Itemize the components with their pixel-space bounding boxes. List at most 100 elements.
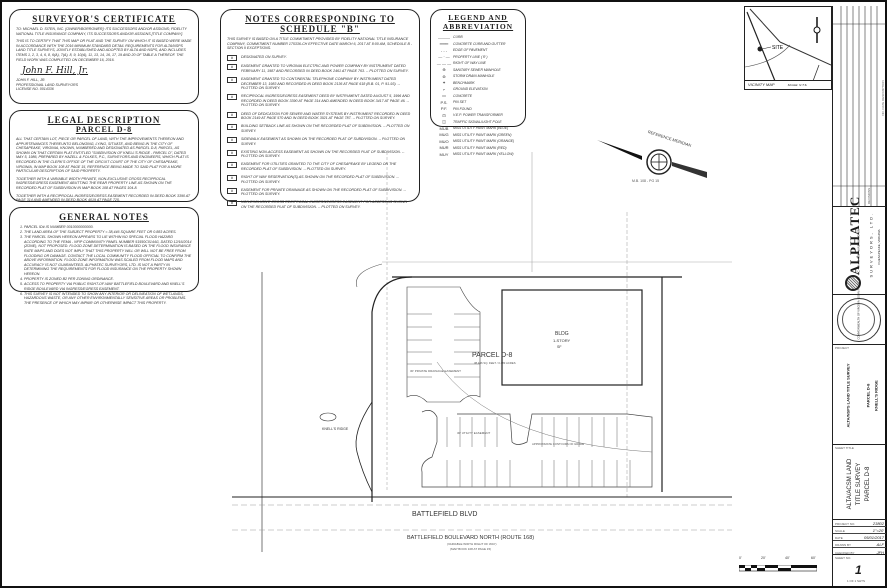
schedule-b-item: #EASEMENT FOR UTILITIES GRANTED TO THE C… xyxy=(227,162,413,171)
schedule-b-item: #RECIPROCAL INGRESS/EGRESS EASEMENT DEED… xyxy=(227,94,413,108)
exception-tag: # xyxy=(227,76,237,83)
legend-row: ⊡V.E.P. POWER TRANSFORMER xyxy=(435,112,521,119)
sheet-number: 1 xyxy=(855,563,862,577)
vicinity-map: SITE VICINITY MAP SCALE: N.T.S. xyxy=(744,6,832,90)
reference-meridian-sublabel: M.B. 108 - PG 15 xyxy=(632,179,660,183)
schedule-b-intro: THIS SURVEY IS BASED ON A TITLE COMMITME… xyxy=(227,37,413,51)
exception-tag: # xyxy=(227,136,237,143)
legend-list: ———CURB ═══CONCRETE CURB AND GUTTER - - … xyxy=(435,34,521,158)
legend-row: ▭CONCRETE xyxy=(435,93,521,100)
signer-name: JOHN F. HILL, JR. xyxy=(16,78,46,83)
site-marker-icon xyxy=(757,46,763,52)
scale-bar xyxy=(739,565,817,572)
knells-ridge-label: KNELL'S RIDGE xyxy=(322,427,349,431)
legend-row: - - -EDGE OF PAVEMENT xyxy=(435,47,521,54)
sheet-number-area: SHEET NO. 1 1 OF 1 SHTS xyxy=(833,554,886,586)
general-note: THE PARCEL SHOWN HEREON APPEARS TO LIE W… xyxy=(24,235,192,276)
signer-title: PROFESSIONAL LAND SURVEYORS xyxy=(16,82,78,87)
legal-description-subtitle: PARCEL D-8 xyxy=(75,125,133,134)
signer-license: LICENSE NO. 0014336 xyxy=(16,87,54,92)
exception-tag: # xyxy=(227,111,237,118)
contour-label: APPROXIMATE CONTOURS OF GRADE xyxy=(532,442,584,446)
seal-text: COMMONWEALTH OF VIRGINIA · JOHN F. HILL,… xyxy=(858,229,861,339)
utility-easement-label: 30' UTILITY EASEMENT xyxy=(457,431,490,435)
sewer-manhole-icon: ⊕ xyxy=(442,67,446,73)
revisions-header: REVISIONS xyxy=(867,187,872,205)
exception-tag: # xyxy=(227,162,237,169)
benchmark-icon: ✦ xyxy=(442,80,446,86)
transformer-icon: ⊡ xyxy=(442,112,446,118)
schedule-b-item: #SIDEWALK EASEMENT AS SHOWN ON THE RECOR… xyxy=(227,136,413,146)
schedule-b-panel: NOTES CORRESPONDING TO SCHEDULE "B" THIS… xyxy=(220,9,420,209)
building-sublabel: 1-STORY xyxy=(553,338,571,343)
project-line-3: KNELL'S RIDGE xyxy=(873,380,879,411)
building-area: SF xyxy=(557,345,561,349)
parcel-area: 38,446 SQ. FEET / 0.883 ACRES xyxy=(474,361,516,365)
surveyors-certificate-title: SURVEYOR'S CERTIFICATE xyxy=(32,14,176,24)
sheet-title-area: SHEET TITLE ALTA/ACSM LAND TITLE SURVEY … xyxy=(833,444,886,519)
exception-tag: # xyxy=(227,200,237,207)
legend-row: ═══CONCRETE CURB AND GUTTER xyxy=(435,41,521,48)
schedule-b-item: #DEED OF DEDICATION FOR SEWER AND WATER … xyxy=(227,111,413,121)
site-label: SITE xyxy=(772,45,784,51)
legend-row: — — —RIGHT OF WAY LINE xyxy=(436,60,486,66)
surveyor-seal-icon: COMMONWEALTH OF VIRGINIA · JOHN F. HILL,… xyxy=(837,229,881,342)
road-label: BATTLEFIELD BOULEVARD NORTH (ROUTE 168) xyxy=(407,535,534,541)
company-subtitle: SURVEYORS, LTD. xyxy=(868,211,874,278)
storm-manhole-icon: ⊚ xyxy=(442,73,446,79)
schedule-b-item: #EASEMENT GRANTED TO VIRGINIA ELECTRIC A… xyxy=(227,64,413,73)
title-block: NO. DATE DESCRIPTION REVISIONS ALPHATEC … xyxy=(832,6,887,586)
drainage-easement-label: 30' PRIVATE DRAINAGE EASEMENT xyxy=(410,369,461,373)
general-notes-panel: GENERAL NOTES PARCEL ID# IS NUMBER 00100… xyxy=(9,207,199,305)
legend-title-line1: LEGEND AND xyxy=(448,13,508,22)
project-line-2: PARCEL D-8 xyxy=(865,383,871,408)
legend-panel: LEGEND AND ABBREVIATION ———CURB ═══CONCR… xyxy=(430,9,526,157)
vicinity-map-drawing: SITE xyxy=(744,8,832,82)
legal-paragraph-3: TOGETHER WITH A RECIPROCAL INGRESS/EGRES… xyxy=(16,193,191,203)
schedule-b-item: #RIGHT OF WAY RESERVATION(S) AS SHOWN ON… xyxy=(227,174,413,184)
traffic-signal-icon: ◫ xyxy=(442,119,446,125)
general-note: PROPERTY IS ZONED B2 PER ZONING ORDINANC… xyxy=(24,277,192,282)
paint-mark-blue-icon: MUB xyxy=(439,125,449,131)
certificate-statement: THIS IS TO CERTIFY THAT THIS MAP OR PLAT… xyxy=(16,39,192,62)
legend-row: ✦BENCHMARK xyxy=(435,80,521,87)
north-arrow-icon xyxy=(813,17,821,43)
pin-found-icon: P.F. xyxy=(440,106,448,112)
exception-tag: # xyxy=(227,124,237,131)
legend-row: ———CURB xyxy=(435,34,521,41)
surveyor-seal-area: COMMONWEALTH OF VIRGINIA · JOHN F. HILL,… xyxy=(833,229,886,344)
paint-mark-yellow-icon: MUY xyxy=(439,151,449,157)
general-notes-title: GENERAL NOTES xyxy=(59,212,149,222)
right-of-way-symbol-icon: — — — xyxy=(436,60,452,66)
sheet-title-label: SHEET TITLE xyxy=(835,446,854,450)
parcel-label: PARCEL D-8 xyxy=(472,352,513,359)
sheet-no-label: SHEET NO. xyxy=(835,556,852,560)
legend-row: ⊚STORM DRAIN MANHOLE xyxy=(435,73,521,80)
scale-bar-labels: 0' 20' 40' 60' xyxy=(739,556,816,560)
property-line-symbol-icon: — · — xyxy=(438,54,450,60)
paint-mark-orange-icon: MUO xyxy=(439,138,449,144)
vicinity-map-caption: VICINITY MAP xyxy=(748,82,775,87)
sheet-title-line-2: TITLE SURVEY xyxy=(856,462,862,506)
company-address: CHESAPEAKE, VIRGINIA xyxy=(877,229,881,265)
schedule-b-title: NOTES CORRESPONDING TO SCHEDULE "B" xyxy=(245,14,395,34)
north-arrow-meridian-icon xyxy=(597,140,707,178)
project-label: PROJECT xyxy=(835,346,850,350)
surveyors-certificate-panel: SURVEYOR'S CERTIFICATE TO: MICHAEL D. SI… xyxy=(9,9,199,104)
building-footprint xyxy=(501,289,643,386)
meta-project-no: PROJECT NO.23802 xyxy=(833,521,886,527)
sheet-of: 1 OF 1 SHTS xyxy=(847,579,866,583)
general-note: THE LAND AREA OF THE SUBJECT PROPERTY = … xyxy=(24,230,192,235)
legend-row: — · —PROPERTY LINE ( R ) xyxy=(435,54,521,61)
pin-set-icon: P.S. xyxy=(440,99,448,105)
legend-row: P.F.PIN FOUND xyxy=(435,106,521,113)
curb-gutter-symbol-icon: ═══ xyxy=(439,41,449,47)
alphatec-logo-icon xyxy=(845,275,861,291)
schedule-b-item: #DESIGNATED ON SURVEY. xyxy=(227,54,413,61)
